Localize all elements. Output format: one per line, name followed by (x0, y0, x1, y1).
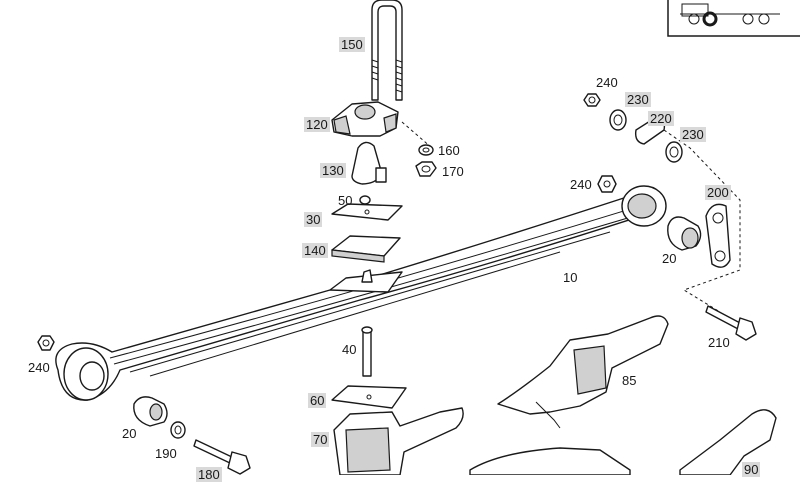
spacer-plate (331, 203, 403, 221)
callout-220: 220 (648, 111, 674, 126)
callout-240-left: 240 (28, 360, 50, 375)
lower-bracket (333, 407, 464, 475)
leaf-spring (55, 185, 667, 401)
bushing-group (583, 93, 683, 193)
callout-200: 200 (705, 185, 731, 200)
washer (170, 421, 186, 439)
wedge-plate (331, 235, 401, 263)
hex-nut (415, 161, 437, 177)
rear-nut (37, 335, 55, 351)
callout-10: 10 (563, 270, 578, 285)
center-bolt-head (359, 195, 371, 205)
callout-20-left: 20 (122, 426, 137, 441)
callout-70: 70 (311, 432, 330, 447)
callout-40: 40 (342, 342, 357, 357)
callout-230-a: 230 (625, 92, 651, 107)
bracket-90 (679, 409, 777, 475)
callout-140: 140 (302, 243, 328, 258)
shackle-plate (705, 203, 731, 268)
callout-120: 120 (304, 117, 330, 132)
callout-130: 130 (320, 163, 346, 178)
lower-hanger-partial (469, 447, 631, 475)
callout-210: 210 (708, 335, 730, 350)
callout-30: 30 (304, 212, 323, 227)
callout-240-top: 240 (596, 75, 618, 90)
center-bolt (361, 326, 373, 377)
shackle-bolt (705, 305, 757, 341)
u-bolt (371, 0, 403, 101)
bushing-right (667, 216, 702, 251)
truck-chassis-icon (667, 0, 800, 37)
callout-90: 90 (742, 462, 761, 477)
callout-85: 85 (622, 373, 637, 388)
callout-20-right: 20 (662, 251, 677, 266)
callout-150: 150 (339, 37, 365, 52)
bushing-left (133, 396, 168, 427)
callout-190: 190 (155, 446, 177, 461)
lower-plate (331, 385, 407, 409)
eye-bolt (193, 439, 251, 475)
callout-60: 60 (308, 393, 327, 408)
callout-160: 160 (438, 143, 460, 158)
callout-170: 170 (442, 164, 464, 179)
spring-hanger (497, 315, 669, 429)
callout-50: 50 (338, 193, 353, 208)
bump-stop (351, 141, 387, 185)
lock-nut (418, 144, 434, 156)
clamp-plate (331, 101, 399, 137)
callout-230-b: 230 (680, 127, 706, 142)
callout-240-mid: 240 (570, 177, 592, 192)
